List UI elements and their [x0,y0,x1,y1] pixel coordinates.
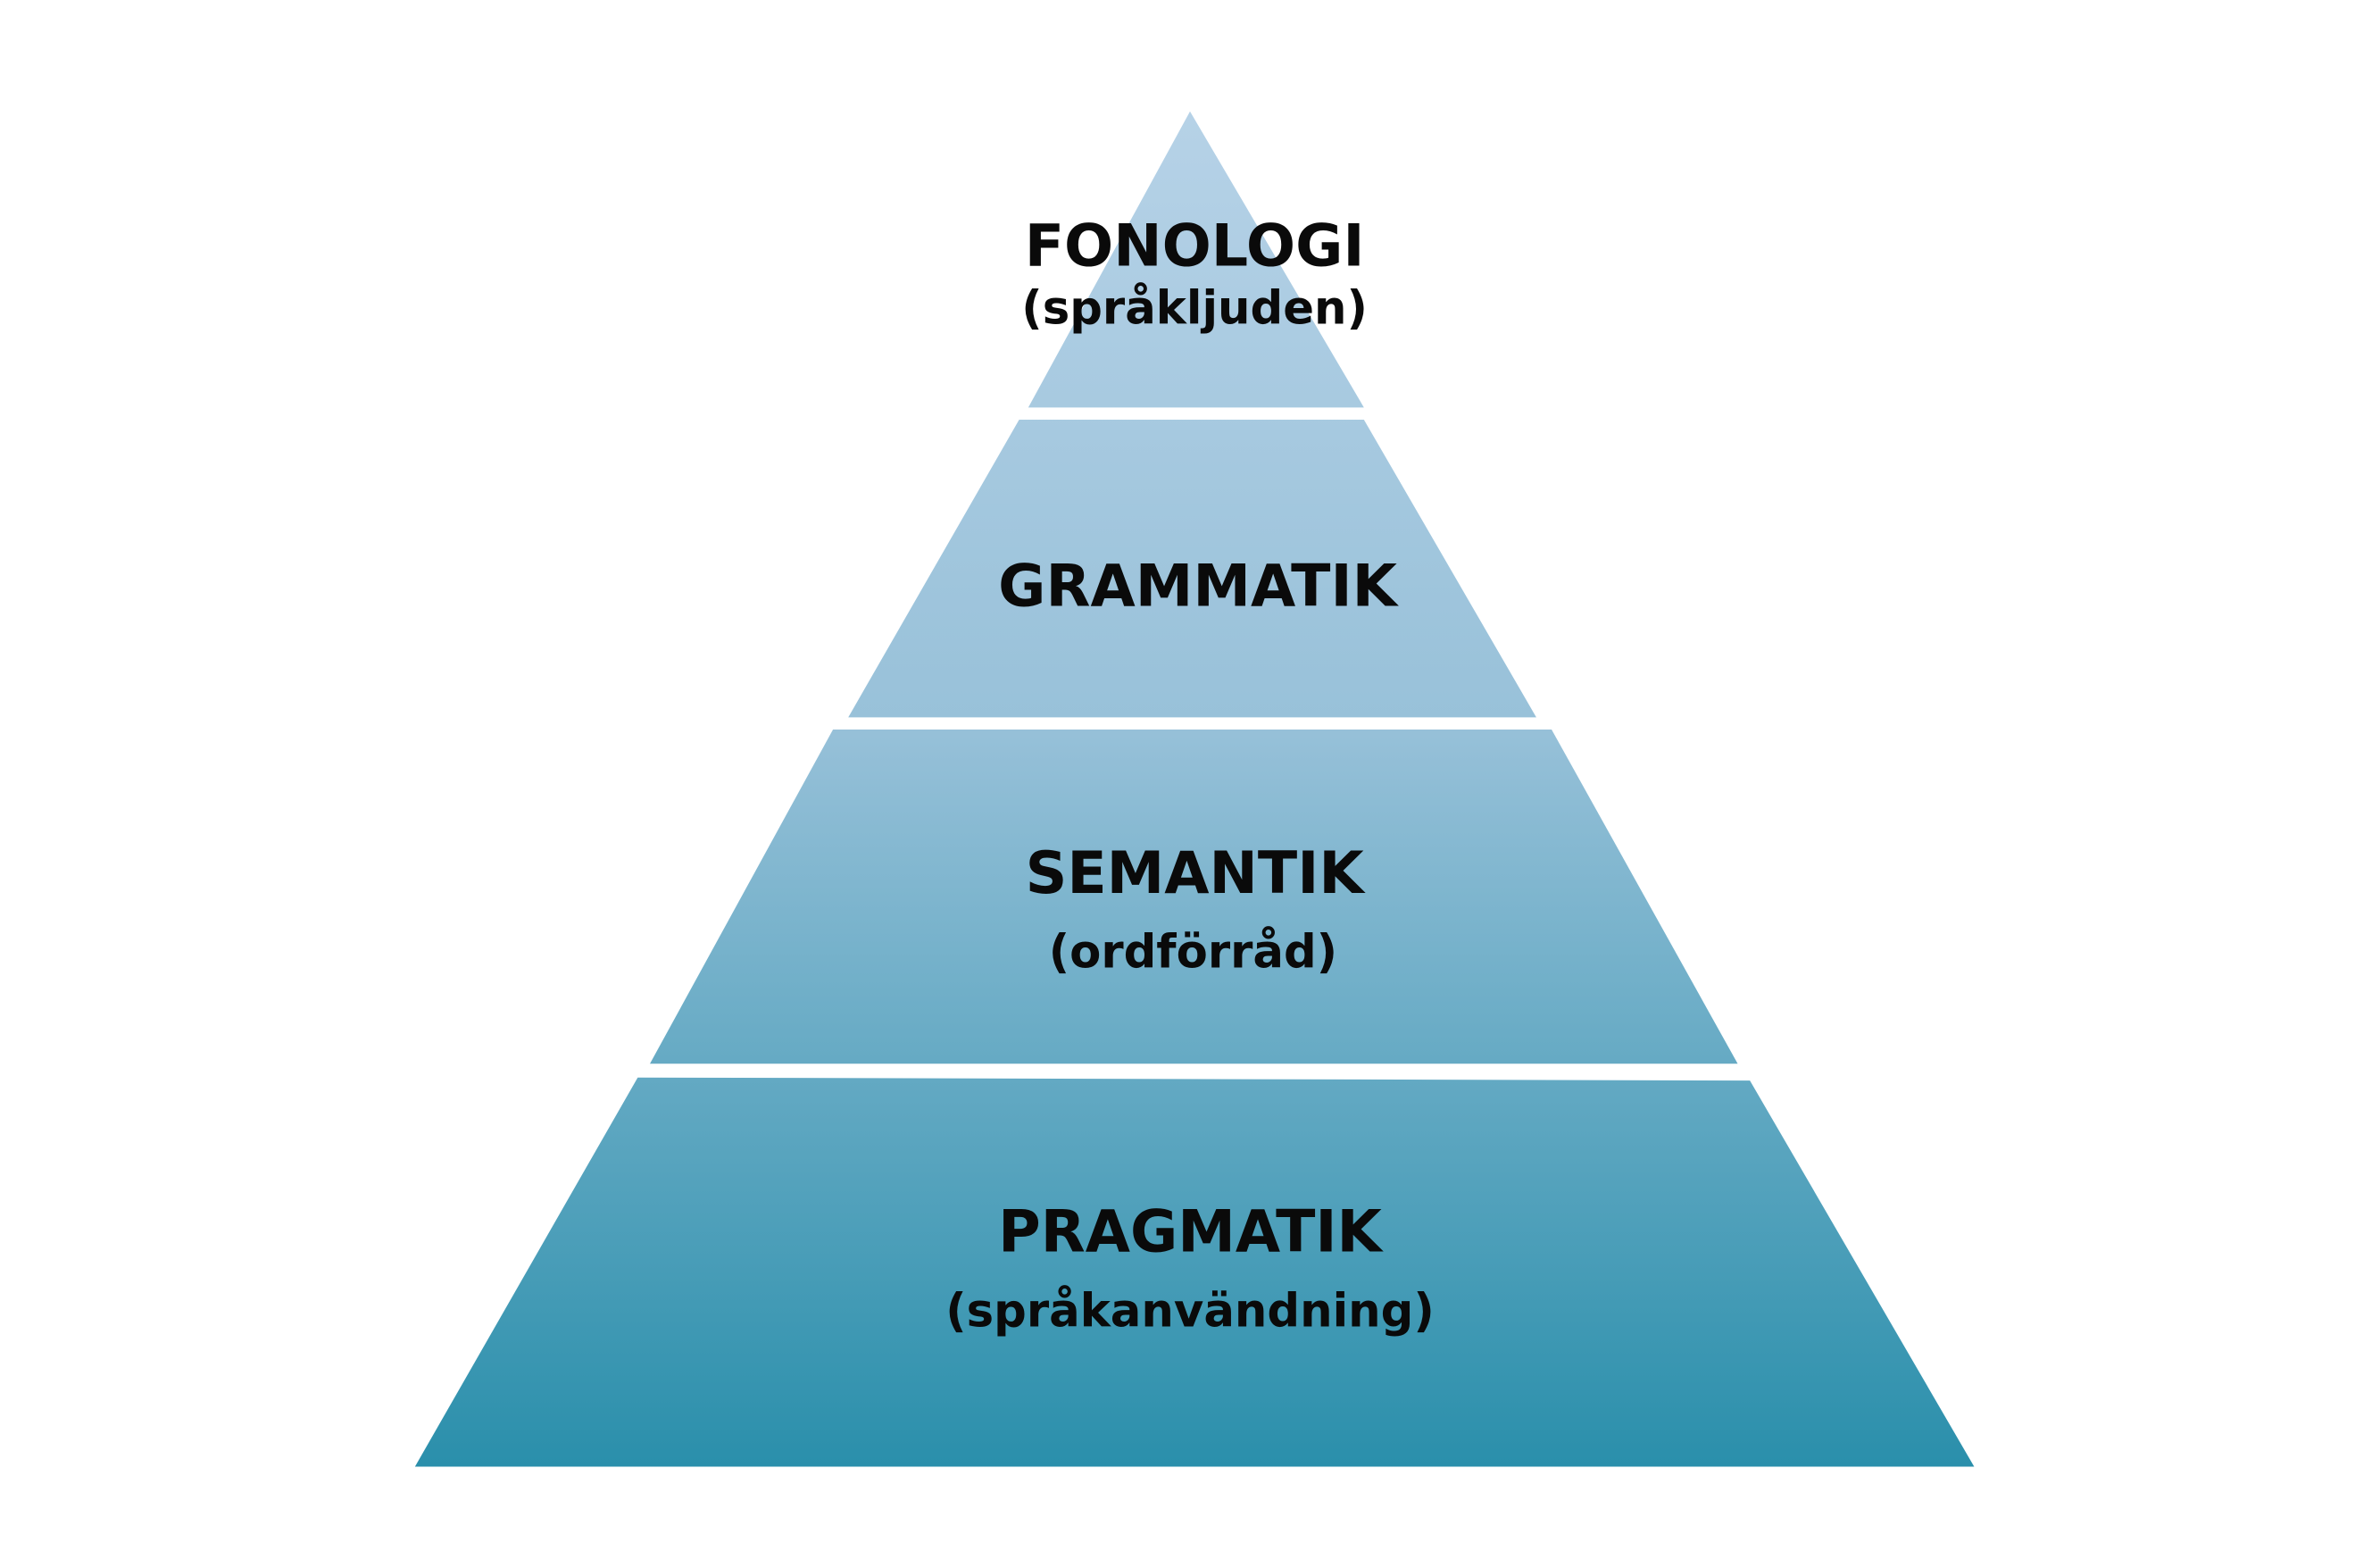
level-title-semantik: SEMANTIK [1026,840,1367,907]
level-title-grammatik: GRAMMATIK [998,554,1399,621]
level-subtitle-fonologi: (språkljuden) [1021,281,1368,335]
pyramid-level-fonologi [1028,111,1364,408]
level-title-fonologi: FONOLOGI [1025,213,1365,279]
level-title-pragmatik: PRAGMATIK [998,1199,1384,1266]
level-subtitle-semantik: (ordförråd) [1049,926,1337,980]
pyramid-level-grammatik [848,420,1536,718]
pyramid-level-semantik [650,729,1738,1064]
level-subtitle-pragmatik: (språkanvändning) [945,1284,1435,1338]
pyramid-level-pragmatik [414,1077,1975,1467]
